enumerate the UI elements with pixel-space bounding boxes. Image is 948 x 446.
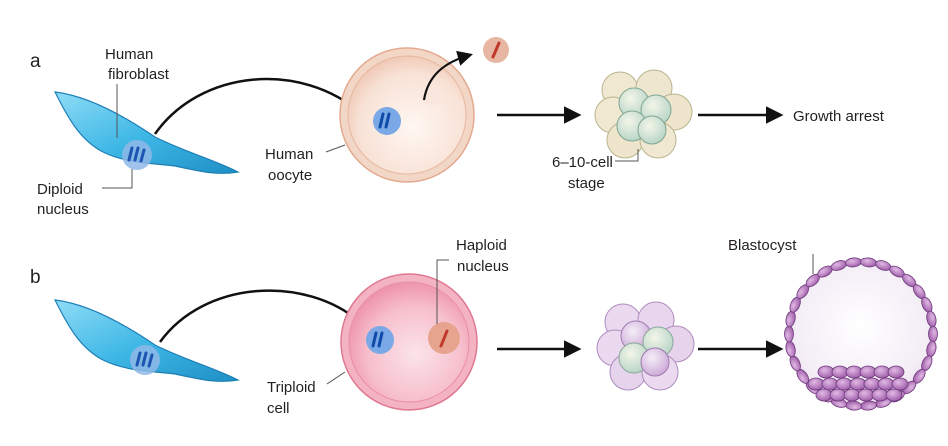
- fibroblast-cell: [53, 91, 240, 174]
- svg-text:Diploid: Diploid: [37, 181, 83, 198]
- transferred-nucleus: [366, 326, 394, 354]
- svg-text:Triploid: Triploid: [267, 379, 316, 396]
- nuclear-transfer-arrow: [153, 77, 365, 135]
- fibroblast-label: Human fibroblast: [105, 46, 170, 138]
- embryo-6-10-cell: [594, 69, 693, 159]
- svg-text:fibroblast: fibroblast: [108, 66, 170, 83]
- svg-text:nucleus: nucleus: [457, 258, 509, 275]
- svg-text:cell: cell: [267, 400, 290, 417]
- svg-text:nucleus: nucleus: [37, 201, 89, 218]
- triploid-cell: [340, 273, 478, 411]
- human-oocyte: [339, 47, 475, 183]
- panel-b-letter: b: [30, 267, 41, 288]
- haploid-nucleus: [428, 322, 460, 354]
- svg-text:Human: Human: [265, 146, 313, 163]
- blastocyst-label: Blastocyst: [728, 237, 814, 274]
- blastocyst: [784, 257, 938, 411]
- stage-label: 6–10-cell stage: [552, 149, 639, 192]
- fibroblast-cell: [53, 299, 240, 382]
- svg-text:6–10-cell: 6–10-cell: [552, 154, 613, 171]
- diploid-nucleus: [130, 345, 160, 375]
- inner-cell-mass-cell: [887, 365, 905, 379]
- inner-cell-mass-cell: [885, 388, 903, 402]
- embryo-cleavage-stage: [596, 301, 695, 391]
- inner-cell-mass: [807, 365, 909, 402]
- removed-haploid-nucleus: [483, 37, 509, 63]
- triploid-cell-label: Triploid cell: [267, 371, 346, 417]
- panel-a-letter: a: [30, 51, 41, 72]
- trophectoderm-cell: [926, 310, 937, 328]
- svg-text:Blastocyst: Blastocyst: [728, 237, 797, 254]
- svg-text:Human: Human: [105, 46, 153, 63]
- nuclear-transfer-arrow: [158, 289, 363, 343]
- svg-text:stage: stage: [568, 175, 605, 192]
- trophectoderm-cell: [784, 325, 794, 343]
- svg-text:Haploid: Haploid: [456, 237, 507, 254]
- trophectoderm-cells: [784, 257, 938, 411]
- svg-text:oocyte: oocyte: [268, 167, 312, 184]
- diploid-nucleus: [122, 140, 152, 170]
- nucleus-removal-arrow: [422, 50, 473, 101]
- transferred-nucleus: [373, 107, 401, 135]
- diploid-nucleus-label: Diploid nucleus: [37, 169, 133, 218]
- growth-arrest-label: Growth arrest: [793, 108, 885, 125]
- oocyte-label: Human oocyte: [265, 144, 346, 184]
- haploid-nucleus-label: Haploid nucleus: [436, 237, 509, 324]
- trophectoderm-cell: [928, 325, 938, 343]
- inner-cell-mass-cell: [891, 377, 909, 391]
